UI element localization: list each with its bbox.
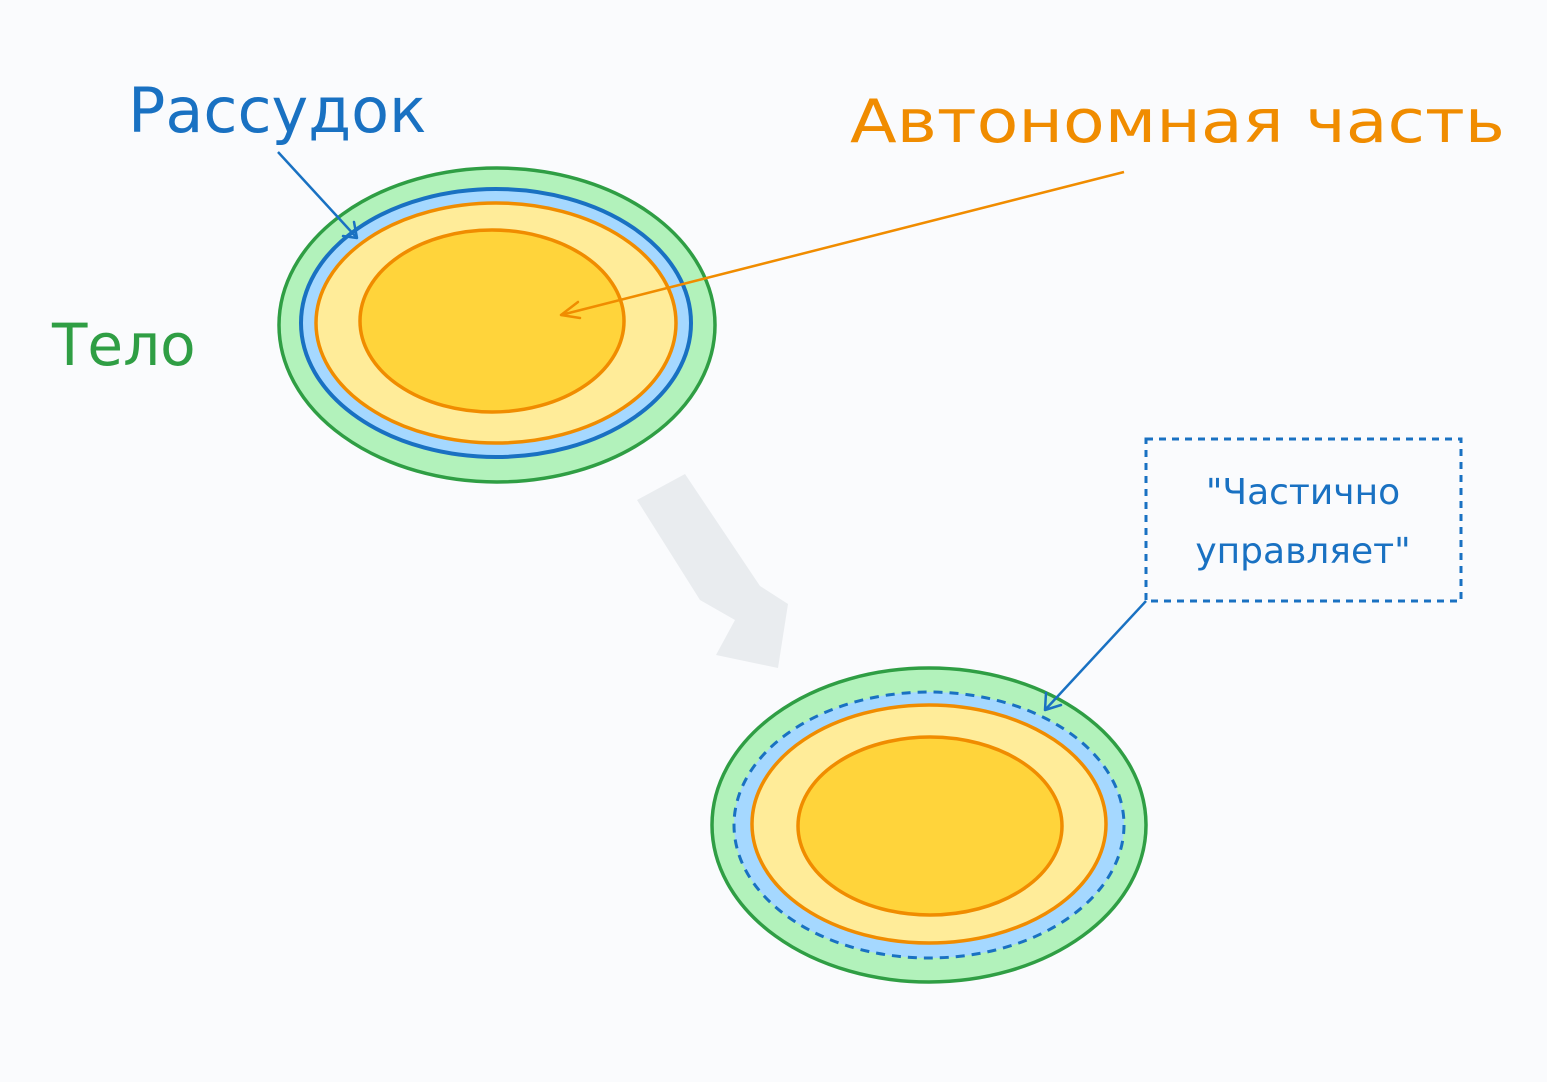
note-pointer-arrow <box>1043 600 1147 712</box>
bottom-inner-core <box>796 735 1064 917</box>
bottom-layers-diagram <box>710 666 1148 984</box>
transition-arrow-icon <box>637 474 788 668</box>
note-text-line1: "Частично <box>1206 472 1400 513</box>
body-label: Тело <box>51 311 196 379</box>
note-text-line2: управляет" <box>1195 531 1410 572</box>
mind-label: Рассудок <box>128 74 427 147</box>
autonomous-pointer-arrow <box>559 170 1125 320</box>
top-inner-core <box>358 228 626 414</box>
mind-pointer-arrow <box>277 151 359 240</box>
note-box <box>1144 437 1463 603</box>
top-layers-diagram <box>277 166 717 484</box>
autonomous-label: Автономная часть <box>850 87 1505 157</box>
